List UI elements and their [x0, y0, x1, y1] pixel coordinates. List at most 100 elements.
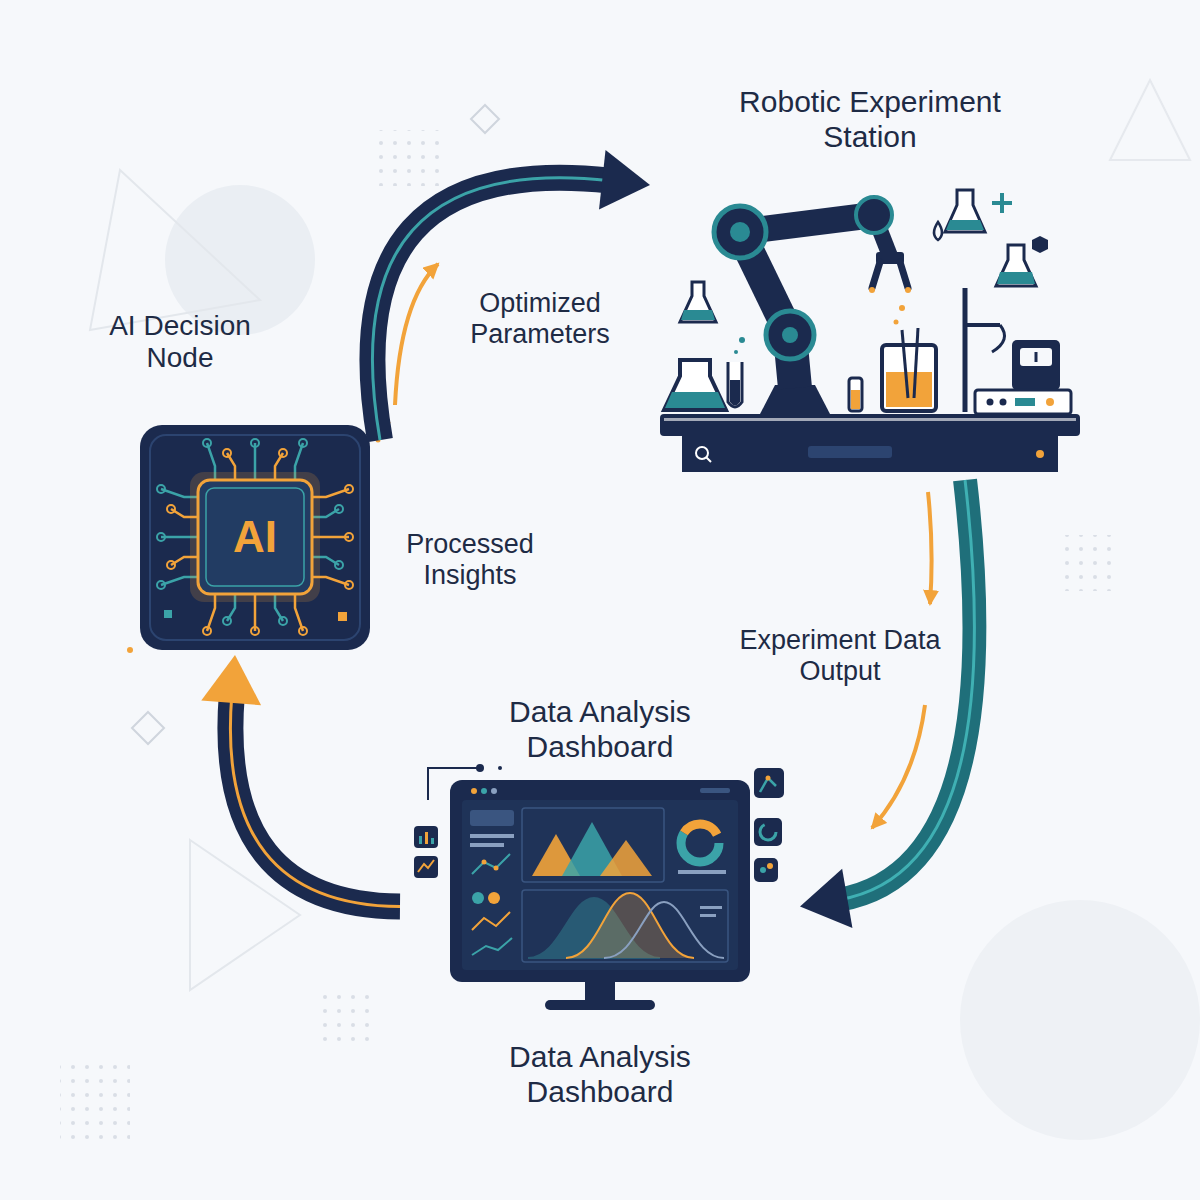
- illustration-shape: [375, 130, 445, 186]
- illustration-shape: [338, 612, 347, 621]
- illustration-shape: [902, 330, 908, 398]
- connector-stripe: [839, 480, 974, 900]
- illustration-shape: [754, 818, 782, 846]
- illustration-shape: [760, 385, 830, 414]
- node-heading: Data Analysis Dashboard: [470, 695, 730, 764]
- illustration-shape: [1035, 352, 1038, 362]
- node-heading: AI Decision Node: [80, 310, 280, 374]
- illustration-shape: [522, 890, 728, 962]
- illustration-shape: [566, 893, 694, 958]
- illustration-shape: [664, 418, 1076, 421]
- illustration-shape: [1036, 450, 1044, 458]
- illustration-shape: [60, 1060, 130, 1144]
- illustration-shape: [251, 439, 259, 447]
- illustration-shape: [471, 105, 499, 133]
- illustration-shape: [150, 435, 360, 640]
- illustration-shape: [470, 810, 514, 826]
- illustration-shape: [739, 337, 745, 343]
- illustration-shape: [299, 627, 307, 635]
- illustration-shape: [700, 788, 730, 793]
- illustration-shape: [320, 990, 376, 1046]
- illustration-shape: [299, 439, 307, 447]
- connector-stripe: [230, 695, 400, 907]
- illustration-shape: [472, 938, 512, 955]
- ai-chip: [127, 420, 390, 653]
- illustration-shape: [664, 360, 726, 410]
- illustration-shape: [335, 505, 343, 513]
- arrow-head: [599, 150, 650, 210]
- illustration-shape: [1046, 398, 1054, 406]
- illustration-shape: [1110, 80, 1190, 160]
- illustration-shape: [945, 190, 985, 232]
- illustration-shape: [1015, 398, 1035, 406]
- illustration-shape: [132, 712, 164, 744]
- illustration-shape: [869, 287, 875, 293]
- illustration-shape: [965, 323, 1000, 327]
- station-node: Robotic Experiment Station: [650, 80, 1090, 480]
- illustration-shape: [203, 627, 211, 635]
- flow-connector: [372, 150, 650, 440]
- illustration-shape: [345, 581, 353, 589]
- illustration-shape: [140, 425, 370, 650]
- illustration-shape: [251, 627, 259, 635]
- connector-body: [839, 480, 974, 900]
- illustration-shape: [872, 262, 908, 288]
- illustration-shape: [992, 325, 1005, 352]
- illustration-shape: [470, 834, 514, 838]
- illustration-shape: [167, 561, 175, 569]
- node-caption: Data Analysis Dashboard: [470, 1040, 730, 1109]
- illustration-shape: [425, 832, 428, 844]
- illustration-shape: [482, 860, 487, 865]
- illustration-shape: [886, 372, 932, 407]
- arrow-head: [800, 869, 852, 928]
- illustration-shape: [872, 705, 925, 828]
- chip-node: AI Decision NodeAI: [90, 305, 380, 655]
- illustration-shape: [682, 436, 1058, 472]
- illustration-shape: [730, 222, 750, 242]
- illustration-shape: [734, 350, 738, 354]
- arrow-head: [201, 655, 261, 705]
- illustration-shape: [882, 345, 936, 411]
- illustration-shape: [678, 870, 726, 874]
- illustration-shape: [345, 533, 353, 541]
- illustration-shape: [706, 457, 711, 462]
- connector-line: [230, 695, 400, 907]
- illustration-shape: [223, 617, 231, 625]
- illustration-shape: [450, 780, 750, 982]
- illustration-shape: [198, 480, 312, 594]
- monitor-node: Data Analysis DashboardData Analysis Das…: [400, 690, 800, 1113]
- illustration-shape: [856, 197, 892, 233]
- illustration-shape: [345, 485, 353, 493]
- illustration-shape: [665, 392, 725, 408]
- illustration-shape: [1065, 535, 1121, 591]
- edge-label: Experiment Data Output: [726, 623, 954, 689]
- illustration-shape: [522, 808, 664, 882]
- illustration-shape: [992, 193, 1012, 213]
- illustration-shape: [975, 390, 1071, 414]
- illustration-shape: [760, 867, 766, 873]
- illustration-shape: [157, 533, 165, 541]
- illustration-shape: [766, 311, 814, 359]
- illustration-shape: [1000, 399, 1007, 406]
- chip-label: AI: [200, 512, 310, 563]
- illustration-shape: [462, 800, 738, 970]
- illustration-shape: [997, 272, 1035, 284]
- illustration-shape: [1012, 340, 1060, 390]
- illustration-shape: [987, 399, 994, 406]
- illustration-shape: [164, 610, 172, 618]
- illustration-shape: [167, 505, 175, 513]
- illustration-shape: [849, 378, 862, 411]
- illustration-shape: [90, 170, 260, 330]
- illustration-shape: [808, 446, 892, 458]
- illustration-shape: [494, 866, 499, 871]
- flow-connector: [201, 655, 400, 907]
- illustration-shape: [660, 414, 1080, 436]
- illustration-shape: [681, 310, 715, 320]
- illustration-shape: [905, 287, 911, 293]
- illustration-shape: [996, 245, 1036, 286]
- illustration-shape: [934, 222, 942, 240]
- illustration-shape: [766, 776, 771, 781]
- illustration-shape: [600, 840, 652, 876]
